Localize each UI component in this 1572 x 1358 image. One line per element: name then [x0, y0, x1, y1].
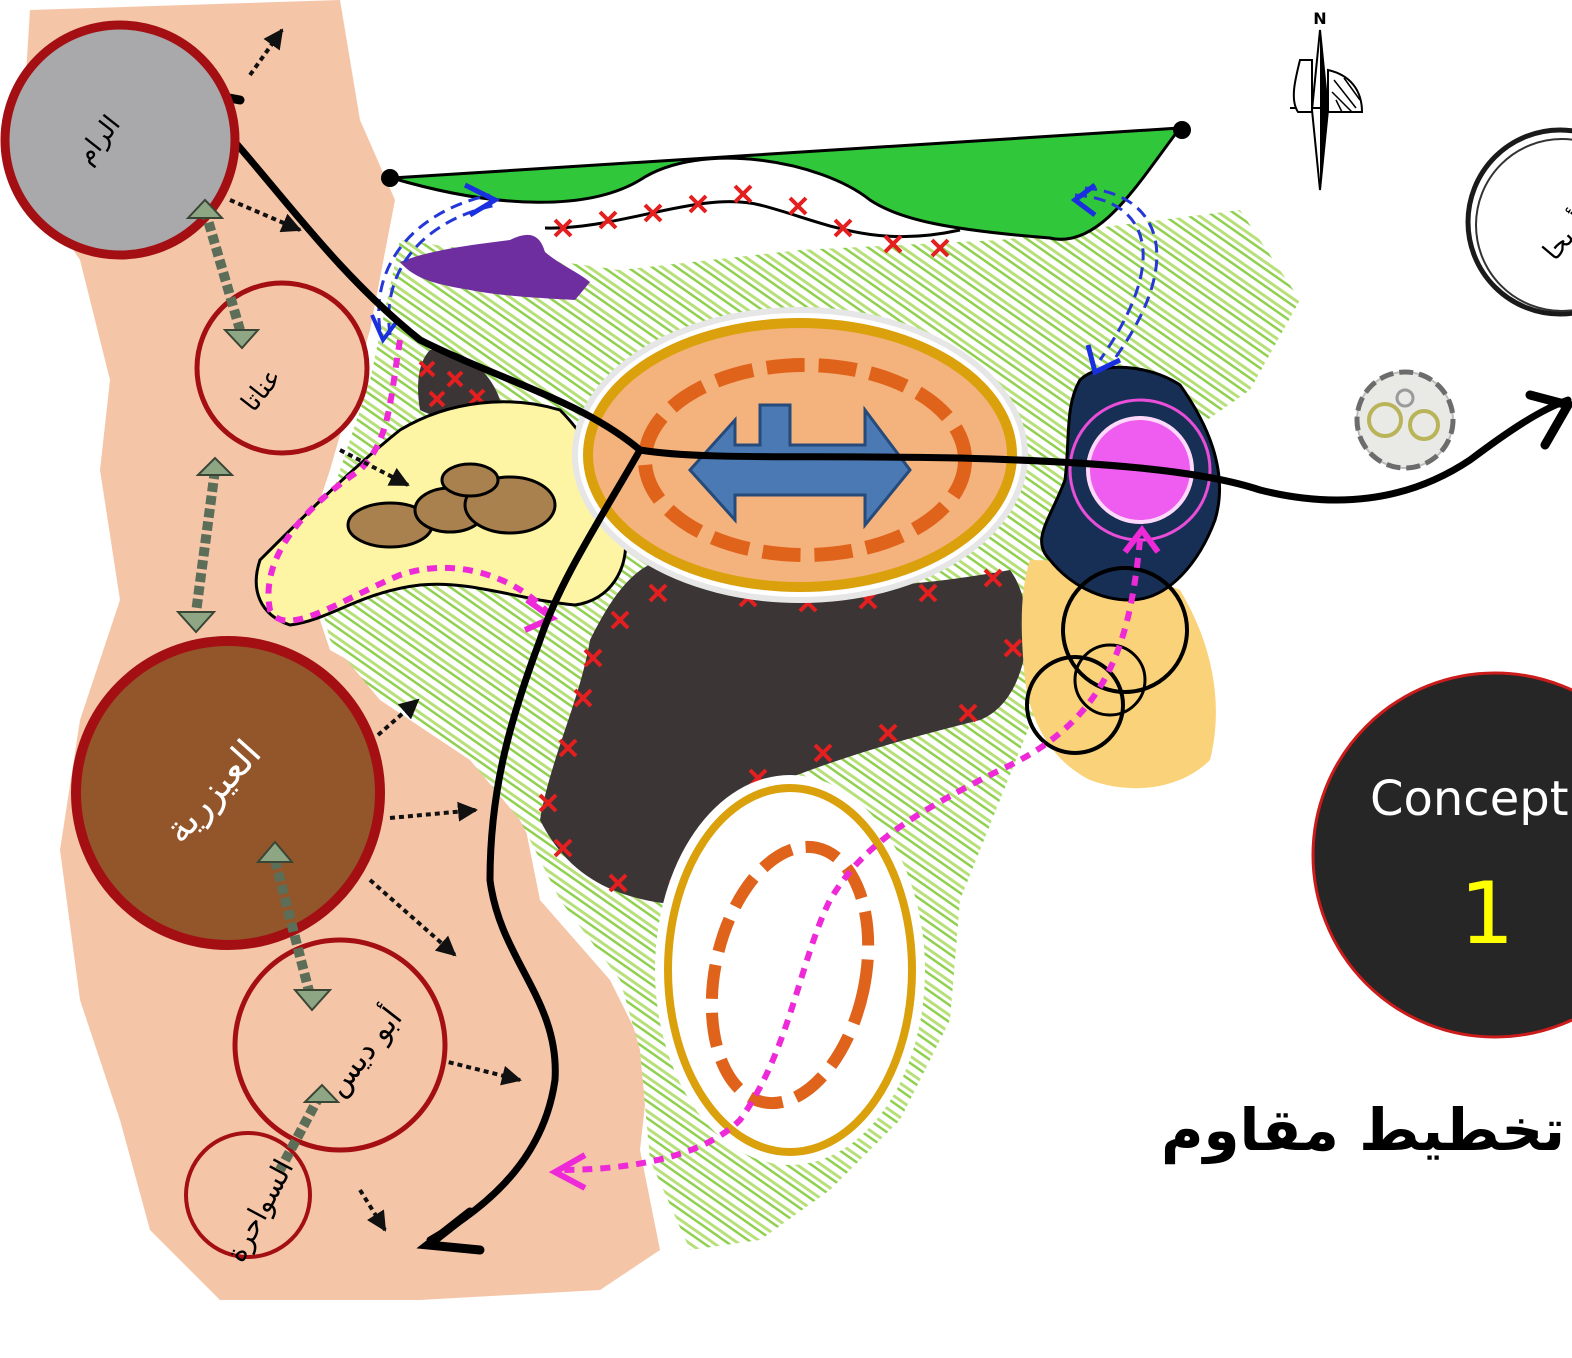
north-label: N [1313, 9, 1326, 28]
purple-area [400, 234, 590, 300]
central-connector-arrow [687, 403, 912, 530]
main-roads [186, 91, 1572, 1244]
dark-area [540, 560, 1027, 905]
concept-label: Concept [1370, 771, 1569, 827]
south-site [664, 784, 916, 1156]
green-strip-north [391, 126, 1184, 241]
concept-number: 1 [1460, 864, 1515, 964]
town-al-ram [0, 20, 240, 260]
town-abu-dis [232, 937, 448, 1153]
town-al-eizariya [71, 636, 385, 950]
town-jericho: أريحا [1465, 127, 1572, 317]
barrier-marks-north [553, 184, 950, 258]
north-arrow-icon: N [1290, 9, 1364, 191]
town-links [190, 208, 325, 1173]
site-plan-icon [1354, 369, 1456, 471]
town-expansion-arrows [229, 28, 522, 1232]
concept-badge: Concept 1 [1311, 671, 1572, 1039]
east-yellow-area [1021, 560, 1216, 789]
agricultural-patches [346, 462, 557, 549]
magenta-routes [265, 339, 1143, 1173]
town-anata [194, 280, 370, 456]
urban-area-west [20, 0, 660, 1300]
caption: تخطيط مقاوم [1161, 1096, 1565, 1165]
